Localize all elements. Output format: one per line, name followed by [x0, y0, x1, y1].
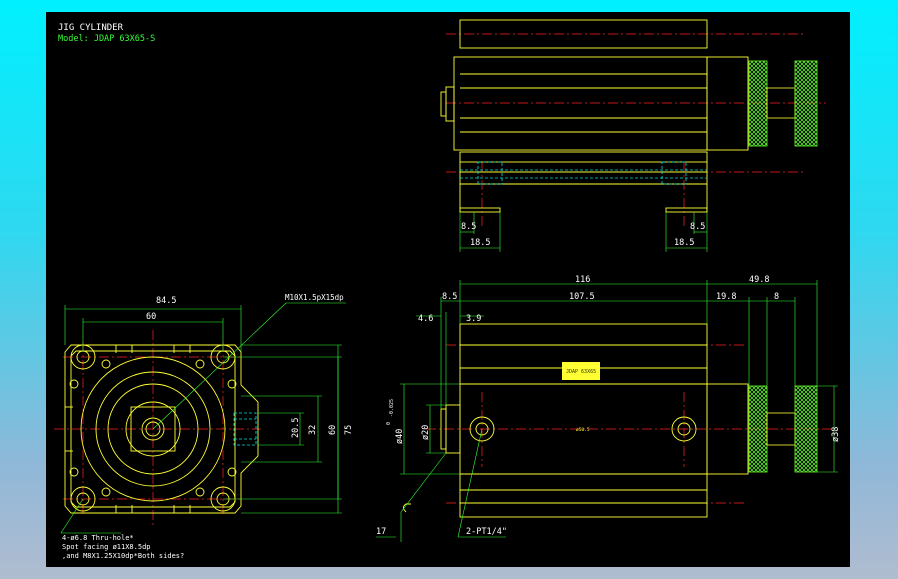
dim-top-left-small: 8.5 — [461, 222, 476, 232]
note-line-3: ,and M8X1.25X10dp*Both sides? — [62, 552, 184, 560]
dim-side-bore-sup: 0 — [386, 422, 392, 425]
top-view-hidden — [460, 161, 707, 185]
port-callout: 2-PT1/4" — [466, 527, 507, 537]
side-view: JDAP 63X65 — [376, 275, 841, 542]
dim-side-rod-ext: 49.8 — [749, 275, 769, 285]
top-view-dimensions — [459, 212, 708, 252]
callout-thread: M10X1.5pX15dp — [285, 293, 344, 302]
dim-side-rod-dia: ø20 — [421, 425, 431, 440]
dim-side-knob-dia: ø38 — [831, 427, 841, 442]
top-view-centerlines — [446, 33, 826, 227]
drawing-canvas: JIG CYLINDER Model: JDAP 63X65-S — [46, 12, 850, 567]
dim-side-head: 8.5 — [442, 292, 457, 302]
front-view-hidden — [233, 412, 257, 446]
model-number: Model: JDAP 63X65-S — [58, 34, 155, 44]
dim-side-bore-dia: ø40 — [395, 429, 405, 444]
dim-front-height-mid: 60 — [328, 425, 338, 435]
side-view-body — [403, 323, 749, 518]
dim-front-height-outer: 75 — [344, 425, 354, 435]
dim-side-boss: 3.9 — [466, 314, 481, 324]
dim-side-body: 107.5 — [569, 292, 595, 302]
dim-top-right-large: 18.5 — [674, 238, 694, 248]
top-view-knob — [748, 60, 818, 147]
dim-top-left-large: 18.5 — [470, 238, 490, 248]
dim-side-total: 116 — [575, 275, 590, 285]
side-view-dimensions — [376, 280, 838, 542]
front-view-dimensions — [60, 302, 346, 534]
drawing-title: JIG CYLINDER — [58, 23, 124, 33]
side-view-label-plate: JDAP 63X65 — [562, 362, 600, 380]
dim-top-right-small: 8.5 — [690, 222, 705, 232]
dim-front-width-outer: 84.5 — [156, 296, 176, 306]
dim-side-pilot: 17 — [376, 527, 386, 537]
dim-side-stroke: 19.8 — [716, 292, 736, 302]
cad-drawing: JIG CYLINDER Model: JDAP 63X65-S — [54, 19, 841, 560]
dim-side-knob: 8 — [774, 292, 779, 302]
front-view: 84.5 60 M10X1.5pX15dp 20.5 32 60 75 4-ø6… — [54, 293, 354, 560]
dim-side-flange: 4.6 — [418, 314, 433, 324]
center-text: ø50.5 — [576, 427, 590, 433]
dim-side-bore-tol: -0.025 — [389, 399, 395, 417]
front-view-centerlines — [54, 330, 261, 527]
side-view-centerlines — [426, 344, 836, 504]
dim-front-port-spacing: 20.5 — [291, 418, 301, 438]
dim-front-height-inner: 32 — [308, 425, 318, 435]
top-view-body — [440, 19, 749, 213]
label-plate-text: JDAP 63X65 — [566, 369, 596, 375]
note-line-2: Spot facing ø11X8.5dp — [62, 543, 151, 551]
note-line-1: 4-ø6.8 Thru-hole* — [62, 534, 134, 542]
top-view: 8.5 18.5 8.5 18.5 — [440, 19, 826, 252]
side-view-knob — [748, 385, 818, 473]
dim-front-width-inner: 60 — [146, 312, 156, 322]
